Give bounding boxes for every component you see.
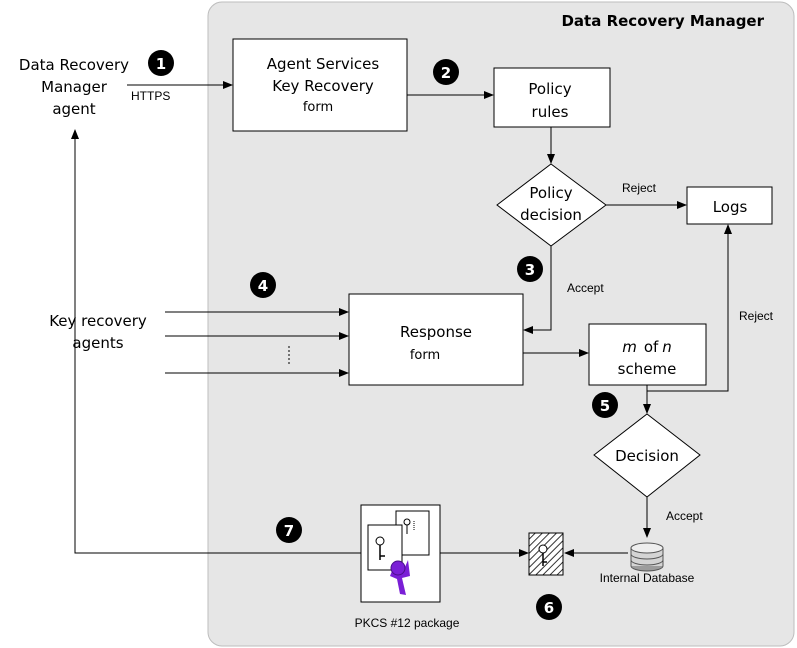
agent-services-line-1: Agent Services [267,55,380,73]
drm-agent-line-3: agent [52,100,95,118]
m-of-n-box [588,323,707,386]
m-of-n-line-2: scheme [618,360,677,378]
step-badge-6 [536,594,562,620]
kra-line-2: agents [72,334,123,352]
drm-agent-line-1: Data Recovery [19,56,129,74]
step-badge-4 [250,272,276,298]
pkcs12-label: PKCS #12 package [355,616,460,630]
logs-label: Logs [713,198,748,216]
m-of-n-n: n [662,338,672,356]
panel-title: Data Recovery Manager [561,12,764,30]
encrypted-key-icon [528,532,564,576]
kra-line-1: Key recovery [49,312,147,330]
policy-decision-line-1: Policy [529,184,572,202]
policy-rules-line-1: Policy [528,80,571,98]
response-line-1: Response [400,323,472,341]
decision-accept-label: Accept [666,509,703,523]
m-of-n-m: m [622,338,637,356]
step-number-2: 2 [441,64,451,82]
policy-reject-label: Reject [622,181,657,195]
step-number-1: 1 [156,55,166,73]
package-return-arrow [71,129,361,554]
agent-services-box [232,38,408,132]
step-number-4: 4 [258,277,268,295]
step-badge-2 [433,59,459,85]
policy-accept-label: Accept [567,281,604,295]
policy-rules-line-2: rules [532,103,569,121]
decision-label: Decision [615,447,679,465]
policy-accept-arrow [523,246,552,334]
agent-services-line-2: Key Recovery [272,77,374,95]
step-badge-3 [517,256,543,282]
https-label: HTTPS [131,89,170,103]
step-badge-7 [276,517,302,543]
drm-agent-label: Data Recovery Manager agent [19,56,129,118]
step-badge-1 [148,50,174,76]
logs-box [686,186,773,225]
step-badge-5 [592,392,618,418]
m-of-n-of: of [644,338,659,356]
response-line-2: form [410,348,440,363]
agent-services-line-3: form [303,100,333,115]
step-number-6: 6 [544,599,554,617]
internal-database-label: Internal Database [600,571,695,585]
policy-rules-box [493,67,611,128]
database-icon [630,542,664,572]
step-number-3: 3 [525,261,535,279]
pkcs12-package-icon [360,504,441,603]
step-number-5: 5 [600,397,610,415]
step-number-7: 7 [284,522,294,540]
award-ribbon-icon [390,560,410,595]
scheme-reject-arrow [646,224,732,392]
response-form-box [348,293,524,386]
drm-agent-line-2: Manager [41,78,108,96]
scheme-reject-label: Reject [739,309,774,323]
policy-decision-line-2: decision [520,206,582,224]
